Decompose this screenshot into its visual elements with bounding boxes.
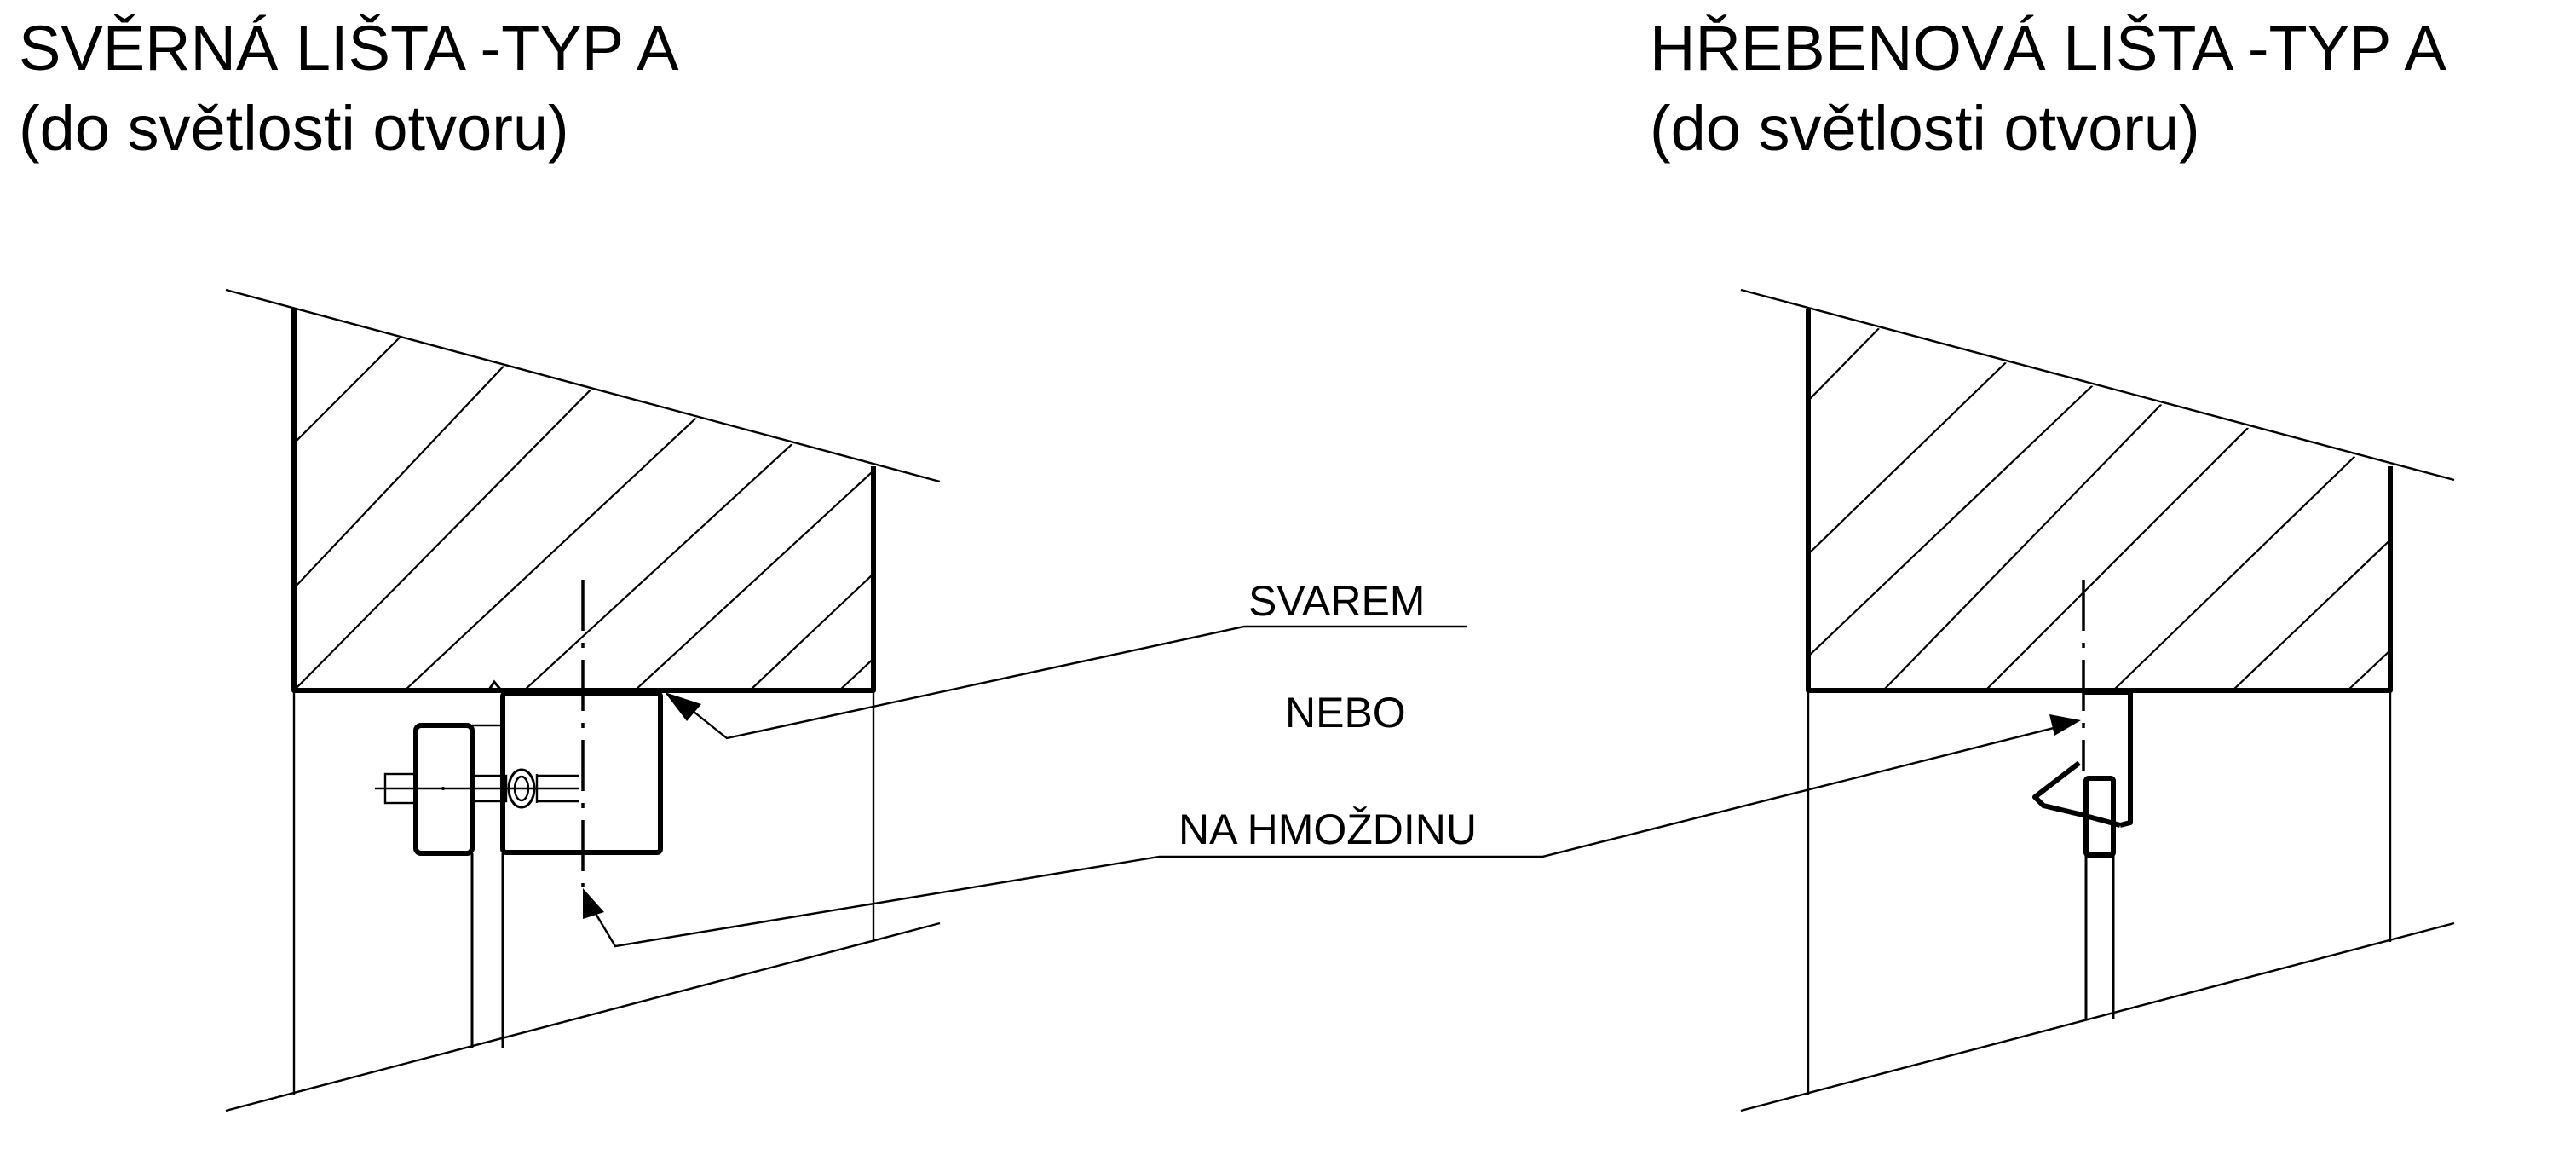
anchor-leader-right [1159,725,2061,858]
weld-arrowhead [665,692,701,721]
anchor-label: NA HMOŽDINU [1179,806,1477,853]
left-title-line2: (do světlosti otvoru) [19,93,569,164]
right-lintel-hatch [1808,323,2390,690]
anchor-arrowhead-left [583,888,604,919]
left-weld-mark [486,679,504,693]
right-detail [1740,288,2455,1112]
right-title-line1: HŘEBENOVÁ LIŠTA -TYP A [1650,13,2446,84]
or-label: NEBO [1285,689,1406,736]
left-bottom-edge-line [225,921,941,1112]
annotation-leaders [583,625,2081,948]
anchor-leader-left [591,855,1160,948]
left-lintel-outline [291,309,876,693]
left-top-edge-line [225,288,941,483]
right-comb-hook [2032,760,2121,828]
weld-label: SVAREM [1248,577,1425,625]
right-detail-title: HŘEBENOVÁ LIŠTA -TYP A (do světlosti otv… [1650,9,2446,169]
weld-leader-line [688,625,1467,740]
right-bottom-edge-line [1740,921,2455,1112]
right-comb-bar [2083,690,2133,828]
left-title-line1: SVĚRNÁ LIŠTA -TYP A [19,13,679,84]
left-bolt [375,768,579,809]
right-frame-profile [2083,776,2116,858]
left-lintel-hatch [294,332,873,690]
right-top-edge-line [1740,288,2455,482]
right-title-line2: (do světlosti otvoru) [1650,93,2200,164]
left-detail-title: SVĚRNÁ LIŠTA -TYP A (do světlosti otvoru… [19,9,679,169]
right-lintel-outline [1806,309,2393,693]
left-detail [225,288,941,1112]
anchor-arrowhead-right [2049,714,2081,736]
